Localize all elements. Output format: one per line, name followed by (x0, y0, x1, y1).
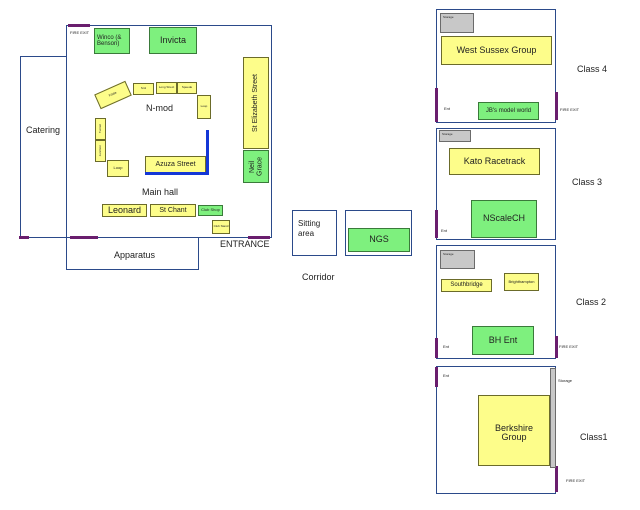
azuza-backscene (206, 130, 209, 174)
st-chant-layout: St Chant (150, 204, 196, 217)
club-shop: Club Shop (198, 205, 223, 216)
kato-racetrack-layout: Kato Racetrack (449, 148, 540, 175)
corridor-label: Corridor (302, 272, 335, 282)
nmod-piece-1: Sml (133, 83, 154, 95)
class4-storage: Storage (440, 13, 474, 33)
west-sussex-group-layout: West Sussex Group (441, 36, 552, 65)
class2-door-left (435, 338, 438, 358)
nmod-piece-5: Junction (95, 140, 106, 162)
berkshire-group-layout: Berkshire Group (478, 395, 550, 466)
class3-storage: Storage (439, 130, 471, 142)
class2-title: Class 2 (576, 297, 607, 307)
class2-fire-exit: FIRE EXIT (559, 344, 579, 349)
nmod-loop-right: Loop (197, 95, 211, 119)
southbridge-layout: Southbridge (441, 279, 492, 292)
jbs-model-world-layout: JB's model world (478, 102, 539, 120)
nmod-piece-3: Speede (177, 82, 197, 94)
class2-door-right (555, 336, 558, 358)
st-elizabeth-layout: St Elizabeth Street (243, 57, 269, 149)
class4-door-left (435, 88, 438, 122)
main-door-top (68, 24, 90, 27)
class1-fire-exit: FIRE EXIT (566, 478, 586, 483)
apparatus-label: Apparatus (114, 250, 156, 260)
nmod-loop-left: Loop (107, 160, 129, 177)
class1-storage-label: Storage (558, 378, 573, 383)
apparatus-room (66, 237, 199, 270)
sitting-area-room (292, 210, 337, 256)
azuza-backscene-base (145, 172, 209, 175)
winco-layout: Winco (& Benson) (94, 28, 130, 54)
class4-fire-exit: FIRE EXIT (560, 107, 580, 112)
class3-door-left (435, 210, 438, 238)
class4-title: Class 4 (577, 64, 608, 74)
ngs-layout: NGS (348, 228, 410, 252)
brighthampton-layout: Brighthampton (504, 273, 539, 291)
class3-title: Class 3 (572, 177, 603, 187)
neil-grace-layout: Neil Grace (243, 150, 269, 183)
sitting-area-label: Sitting area (298, 219, 321, 238)
azuza-street-layout: Azuza Street (145, 156, 206, 173)
class4-ent-tag: Ent (444, 106, 451, 111)
class2-storage: Storage (440, 250, 475, 269)
nmod-label: N-mod (146, 103, 174, 113)
class2-ent-tag: Ent (443, 344, 450, 349)
main-door-left (19, 236, 29, 239)
class1-storage (550, 368, 556, 468)
main-fire-exit: FIRE EXIT (70, 30, 90, 35)
nmod-piece-2: Long Strect (156, 82, 177, 94)
catering-room (20, 56, 67, 238)
bh-ent-layout: BH Ent (472, 326, 534, 355)
class1-door-left (435, 367, 438, 387)
main-door-bottom (70, 236, 98, 239)
class1-ent-tag: Ent (443, 373, 450, 378)
nmod-piece-4: Tunnel (95, 118, 106, 140)
class3-ent-tag: Ent (441, 228, 448, 233)
main-hall-label: Main hall (142, 187, 179, 197)
invicta-layout: Invicta (149, 27, 197, 54)
club-stand: Club Stand (212, 220, 230, 234)
class1-title: Class1 (580, 432, 608, 442)
nscalech-layout: NScaleCH (471, 200, 537, 238)
catering-label: Catering (26, 125, 61, 135)
entrance-label: ENTRANCE (220, 239, 270, 249)
leonard-layout: Leonard (102, 204, 147, 217)
class1-door-right (555, 466, 558, 492)
main-door-entrance (248, 236, 270, 239)
class4-door-right (555, 92, 558, 120)
